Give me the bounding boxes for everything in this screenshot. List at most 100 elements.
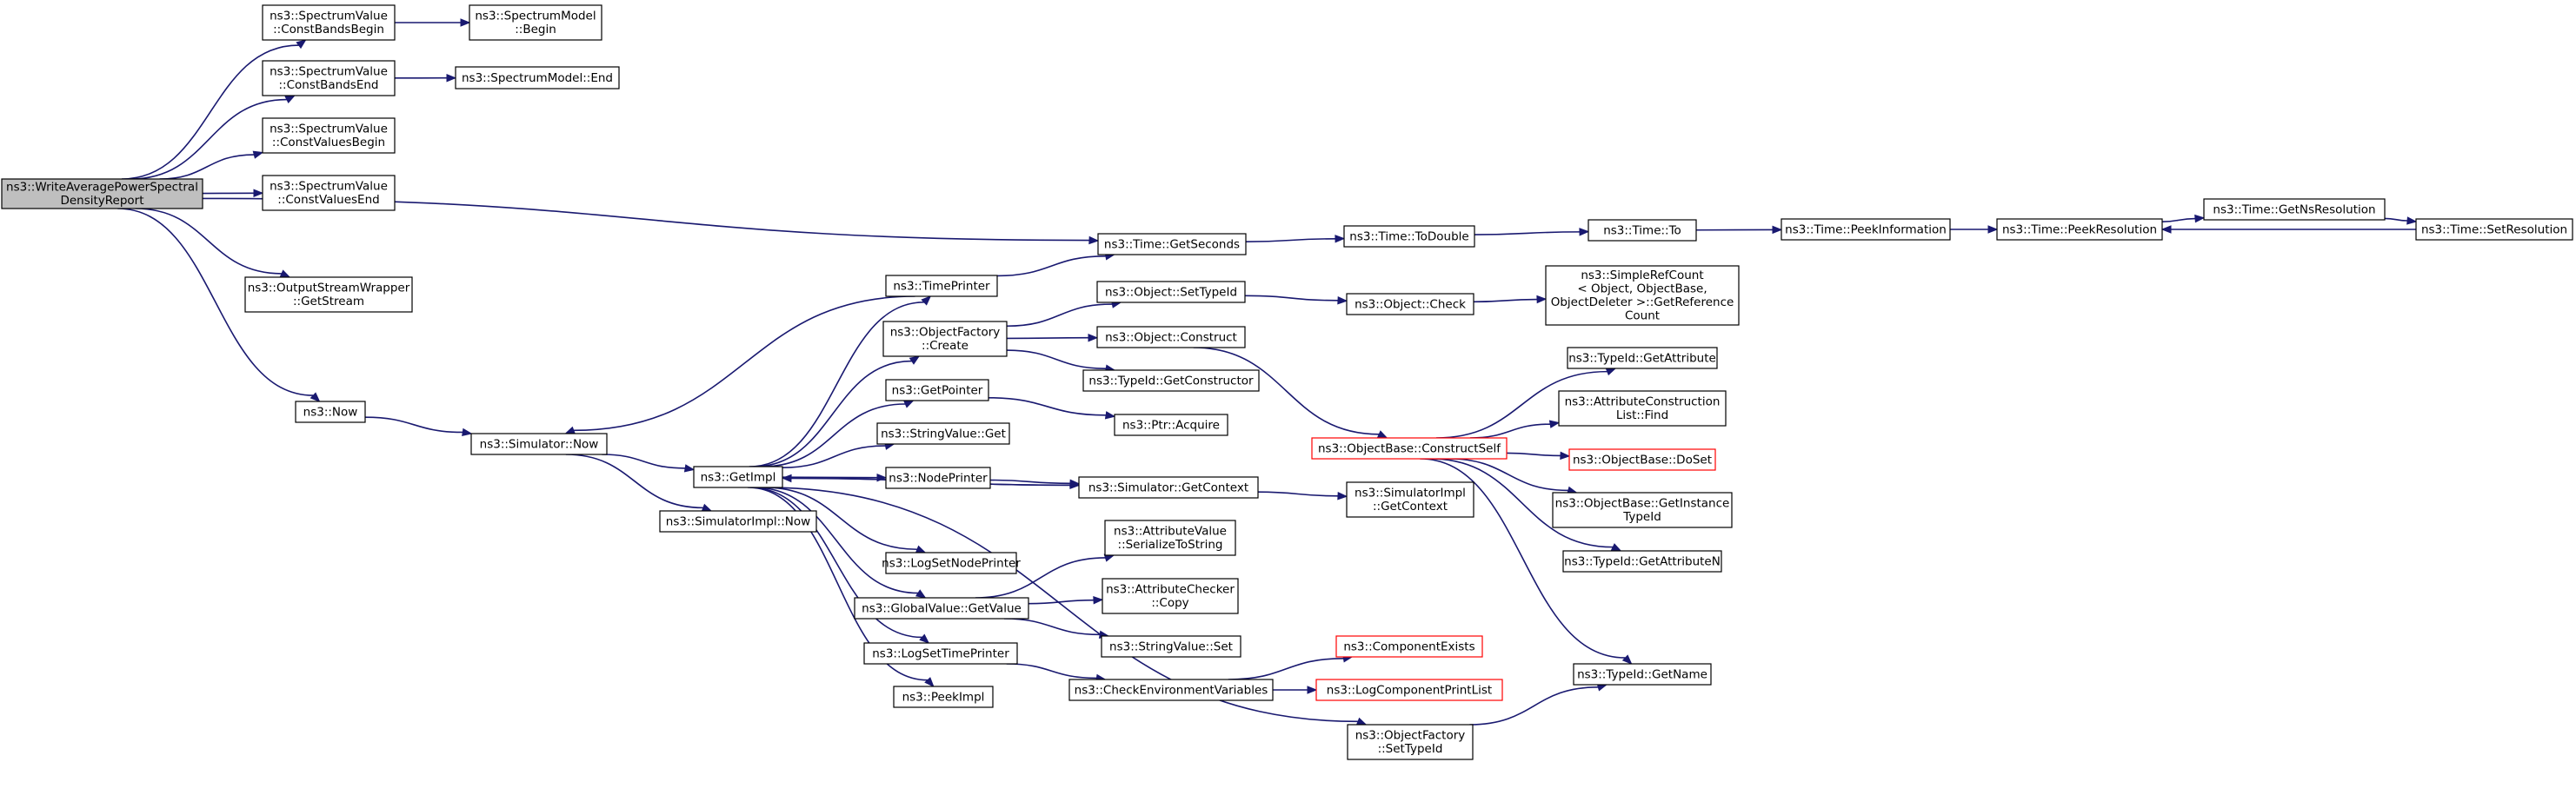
node-smb[interactable]: ns3::SpectrumModel::Begin: [469, 4, 602, 41]
node-avser[interactable]: ns3::AttributeValue::SerializeToString: [1104, 520, 1236, 556]
node-getseconds[interactable]: ns3::Time::GetSeconds: [1097, 233, 1247, 255]
node-box[interactable]: [882, 321, 1008, 357]
node-box[interactable]: [295, 401, 366, 423]
node-ptracquire[interactable]: ns3::Ptr::Acquire: [1114, 414, 1228, 436]
node-objconstruct[interactable]: ns3::Object::Construct: [1096, 326, 1246, 348]
node-obconstructself[interactable]: ns3::ObjectBase::ConstructSelf: [1311, 437, 1508, 460]
node-box[interactable]: [1346, 293, 1474, 315]
node-box[interactable]: [876, 422, 1010, 445]
node-box[interactable]: [1096, 326, 1246, 348]
node-box[interactable]: [885, 467, 991, 489]
node-gvget[interactable]: ns3::GlobalValue::GetValue: [854, 597, 1029, 620]
node-accopy[interactable]: ns3::AttributeChecker::Copy: [1102, 578, 1239, 614]
node-box[interactable]: [854, 597, 1029, 620]
node-svset[interactable]: ns3::StringValue::Set: [1101, 635, 1241, 658]
node-box[interactable]: [1552, 492, 1733, 528]
node-box[interactable]: [1096, 281, 1246, 303]
node-box[interactable]: [469, 4, 602, 41]
node-box[interactable]: [1343, 225, 1475, 248]
node-cvb[interactable]: ns3::SpectrumValue::ConstValuesBegin: [262, 117, 396, 154]
node-peekimpl[interactable]: ns3::PeekImpl: [893, 686, 994, 708]
node-sme[interactable]: ns3::SpectrumModel::End: [455, 66, 620, 89]
node-objsettypeid[interactable]: ns3::Object::SetTypeId: [1096, 281, 1246, 303]
node-tidgetctor[interactable]: ns3::TypeId::GetConstructor: [1082, 369, 1260, 392]
node-getnsres[interactable]: ns3::Time::GetNsResolution: [2203, 198, 2386, 221]
node-box[interactable]: [1346, 481, 1474, 518]
node-box[interactable]: [1102, 578, 1239, 614]
node-box[interactable]: [893, 686, 994, 708]
node-logsetnode[interactable]: ns3::LogSetNodePrinter: [882, 552, 1021, 574]
node-osw[interactable]: ns3::OutputStreamWrapper::GetStream: [244, 276, 413, 313]
node-box[interactable]: [2415, 218, 2573, 241]
node-box[interactable]: [693, 466, 783, 488]
node-getpointer[interactable]: ns3::GetPointer: [885, 379, 989, 401]
node-nodeprinter[interactable]: ns3::NodePrinter: [885, 467, 991, 489]
node-box[interactable]: [2203, 198, 2386, 221]
node-box[interactable]: [1104, 520, 1236, 556]
node-cbb[interactable]: ns3::SpectrumValue::ConstBandsBegin: [262, 4, 396, 41]
node-box[interactable]: [885, 552, 1017, 574]
node-box[interactable]: [262, 175, 396, 211]
node-peekinfo[interactable]: ns3::Time::PeekInformation: [1781, 218, 1951, 241]
node-timeprinter[interactable]: ns3::TimePrinter: [885, 275, 998, 297]
node-compexists[interactable]: ns3::ComponentExists: [1335, 635, 1483, 658]
node-box[interactable]: [262, 117, 396, 154]
node-svget[interactable]: ns3::StringValue::Get: [876, 422, 1010, 445]
node-box[interactable]: [1545, 265, 1740, 326]
node-cve[interactable]: ns3::SpectrumValue::ConstValuesEnd: [262, 175, 396, 211]
node-box[interactable]: [244, 276, 413, 313]
node-logsettime[interactable]: ns3::LogSetTimePrinter: [863, 642, 1018, 665]
node-ofcreate[interactable]: ns3::ObjectFactory::Create: [882, 321, 1008, 357]
node-box[interactable]: [262, 4, 396, 41]
node-box[interactable]: [1573, 663, 1712, 686]
node-box[interactable]: [1588, 219, 1697, 242]
node-todouble[interactable]: ns3::Time::ToDouble: [1343, 225, 1475, 248]
node-box[interactable]: [1562, 550, 1722, 573]
node-box[interactable]: [1335, 635, 1483, 658]
node-box[interactable]: [1567, 347, 1718, 369]
node-simnow[interactable]: ns3::Simulator::Now: [470, 433, 608, 455]
node-box[interactable]: [455, 66, 620, 89]
node-setres[interactable]: ns3::Time::SetResolution: [2415, 218, 2573, 241]
node-box[interactable]: [1114, 414, 1228, 436]
node-box[interactable]: [863, 642, 1018, 665]
node-root[interactable]: ns3::WriteAveragePowerSpectralDensityRep…: [1, 178, 203, 209]
node-box[interactable]: [1311, 437, 1508, 460]
node-box[interactable]: [1568, 448, 1716, 471]
node-objcheck[interactable]: ns3::Object::Check: [1346, 293, 1474, 315]
node-box[interactable]: [1068, 679, 1274, 701]
node-box[interactable]: [1101, 635, 1241, 658]
node-box[interactable]: [1558, 390, 1727, 427]
node-box[interactable]: [1315, 679, 1503, 701]
node-srcgetref[interactable]: ns3::SimpleRefCount< Object, ObjectBase,…: [1545, 265, 1740, 326]
node-box[interactable]: [1082, 369, 1260, 392]
node-logcomplist[interactable]: ns3::LogComponentPrintList: [1315, 679, 1503, 701]
node-simimplctx[interactable]: ns3::SimulatorImpl::GetContext: [1346, 481, 1474, 518]
node-timeto[interactable]: ns3::Time::To: [1588, 219, 1697, 242]
node-box[interactable]: [1097, 233, 1247, 255]
node-simgetctx[interactable]: ns3::Simulator::GetContext: [1078, 476, 1259, 499]
node-box[interactable]: [1078, 476, 1259, 499]
node-tidgetattrn[interactable]: ns3::TypeId::GetAttributeN: [1562, 550, 1722, 573]
node-checkenv[interactable]: ns3::CheckEnvironmentVariables: [1068, 679, 1274, 701]
node-now[interactable]: ns3::Now: [295, 401, 366, 423]
node-box[interactable]: [1347, 724, 1474, 760]
node-box[interactable]: [1996, 218, 2163, 241]
node-getimpl[interactable]: ns3::GetImpl: [693, 466, 783, 488]
node-box[interactable]: [885, 275, 998, 297]
node-box[interactable]: [470, 433, 608, 455]
node-box[interactable]: [1, 178, 203, 209]
node-ofsettypeid[interactable]: ns3::ObjectFactory::SetTypeId: [1347, 724, 1474, 760]
node-peekres[interactable]: ns3::Time::PeekResolution: [1996, 218, 2163, 241]
node-tidgetattr[interactable]: ns3::TypeId::GetAttribute: [1567, 347, 1718, 369]
node-tidgetname[interactable]: ns3::TypeId::GetName: [1573, 663, 1712, 686]
node-cbe[interactable]: ns3::SpectrumValue::ConstBandsEnd: [262, 60, 396, 96]
node-box[interactable]: [885, 379, 989, 401]
node-box[interactable]: [262, 60, 396, 96]
node-box[interactable]: [659, 510, 817, 533]
node-obdoset[interactable]: ns3::ObjectBase::DoSet: [1568, 448, 1716, 471]
node-box[interactable]: [1781, 218, 1951, 241]
node-simimplnow[interactable]: ns3::SimulatorImpl::Now: [659, 510, 817, 533]
